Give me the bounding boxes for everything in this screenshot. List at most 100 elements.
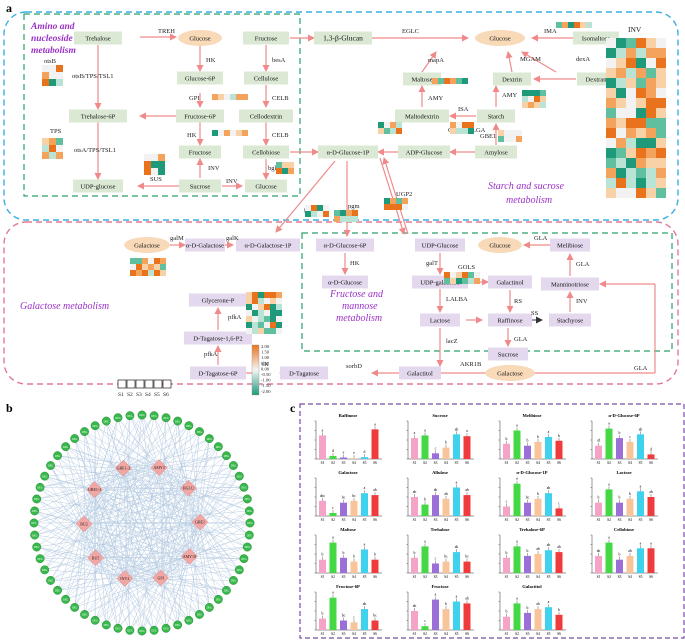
svg-text:DEG: DEG [34, 498, 39, 501]
starch-title-1: Starch and sucrose [488, 181, 564, 192]
node-manninotriose: Manninotriose [541, 277, 599, 291]
significance-letter: a [516, 596, 518, 600]
enzyme-gla4: GLA [634, 365, 648, 372]
bar [411, 611, 418, 630]
svg-text:Glucose-6P: Glucose-6P [185, 75, 216, 82]
enzyme-gla1: GLA [534, 235, 548, 242]
chart-title: α-D-Glucose-6P [608, 413, 639, 418]
significance-letter: abc [320, 494, 326, 498]
sample-box [144, 379, 154, 389]
bar [432, 599, 439, 630]
svg-text:UDP-galactose: UDP-galactose [420, 279, 459, 286]
node-udpg-top: UDP-glucose [73, 179, 123, 193]
node-adpg: ADP-Glucose [398, 145, 450, 159]
tick-label: S6 [465, 518, 469, 522]
svg-text:α-D-Galactose: α-D-Galactose [186, 242, 224, 249]
tick-label: S3 [434, 461, 438, 465]
network-gene-node: DEG [80, 427, 89, 436]
heatmap-layer [42, 22, 666, 334]
svg-text:AMY10: AMY10 [183, 554, 196, 559]
tick-label: S2 [423, 461, 427, 465]
bar [524, 502, 531, 516]
bar [616, 438, 623, 459]
legend-tick: 1.00 [261, 355, 270, 360]
tick-label: S2 [423, 575, 427, 579]
svg-text:DEG: DEG [241, 487, 246, 490]
enzyme-rs: RS [514, 298, 522, 305]
significance-letter: b [537, 435, 539, 439]
bar [626, 555, 634, 573]
enzyme-gols: GOLS [458, 264, 475, 271]
tick-label: S4 [444, 632, 448, 636]
chart-title: Galactitol [522, 584, 542, 589]
network-enzyme-node: AMY3 [150, 459, 168, 476]
fructose-region-border [301, 232, 673, 352]
significance-letter: ab [557, 545, 561, 549]
significance-letter: c [506, 500, 508, 504]
significance-letter: a [516, 424, 518, 428]
network-gene-node: DEG [30, 506, 40, 516]
tick-label: S1 [597, 518, 601, 522]
significance-letter: e [353, 451, 355, 455]
significance-letter: a [640, 484, 642, 488]
tick-label: S4 [444, 575, 448, 579]
node-galactitol: Galactitol [399, 366, 441, 380]
enzyme-gpi: GPI [189, 95, 199, 102]
svg-text:Trehalose: Trehalose [85, 35, 111, 42]
network-gene-node: DEG [53, 451, 62, 461]
svg-text:DEG: DEG [197, 431, 202, 434]
enzyme-eglc: EGLC [402, 28, 419, 35]
network-gene-node: DEG [137, 410, 147, 420]
heatmap-tps [42, 138, 63, 159]
starch-region-border [3, 11, 679, 221]
network-gene-node: DEG [70, 603, 80, 612]
bar [319, 500, 326, 516]
significance-letter: ab [536, 547, 540, 551]
bar [545, 607, 552, 630]
bar [453, 434, 460, 459]
svg-text:Melibiose: Melibiose [557, 242, 583, 249]
bar [340, 502, 347, 516]
tick-label: S3 [526, 461, 530, 465]
amino-title-1: Amino and [30, 22, 75, 32]
network-enzyme-node: BGLU [180, 479, 197, 497]
svg-text:Raffinose: Raffinose [497, 317, 522, 324]
network-gene-node: DEG [213, 442, 223, 452]
chart-title: Trehalose-6P [519, 527, 545, 532]
tick-label: S1 [413, 632, 417, 636]
svg-text:GBE1: GBE1 [195, 520, 205, 525]
network-gene-node: DEG [113, 623, 123, 633]
svg-text:DEG: DEG [216, 599, 221, 602]
tick-label: S1 [413, 575, 417, 579]
svg-text:DEG: DEG [163, 417, 168, 420]
svg-text:UDP-Glucose: UDP-Glucose [422, 242, 459, 249]
significance-letter: bc [342, 614, 346, 618]
node-amylose: Amylose [475, 145, 517, 159]
node-fructose-mid: Fructose [179, 145, 221, 159]
tick-label: S5 [639, 518, 643, 522]
bar [329, 455, 337, 459]
significance-letter: a [332, 536, 334, 540]
bar [463, 603, 471, 630]
significance-letter: ab [373, 488, 377, 492]
bar [371, 495, 379, 516]
network-gene-node: DEG [161, 623, 171, 633]
chart-panel-border [299, 403, 685, 639]
enzyme-treh: TREH [158, 28, 175, 35]
significance-letter: b [424, 498, 426, 502]
network-gene-node: DEG [80, 610, 89, 619]
node-glucose-starch: Glucose [475, 30, 525, 46]
amino-title-3: metabolism [31, 46, 76, 56]
network-gene-node: DEG [244, 530, 254, 540]
network-gene-node: DEG [149, 411, 159, 421]
panel-b-label: b [6, 401, 13, 415]
svg-text:DEG: DEG [207, 607, 212, 610]
bar [463, 495, 471, 516]
node-melibiose: Melibiose [550, 238, 590, 252]
enzyme-sorbd: sorbD [346, 363, 362, 370]
significance-letter: a [640, 541, 642, 545]
tick-label: S3 [526, 518, 530, 522]
node-fructose-top: Fructose [243, 31, 289, 45]
node-sucrose-top: Sucrose [179, 179, 221, 193]
